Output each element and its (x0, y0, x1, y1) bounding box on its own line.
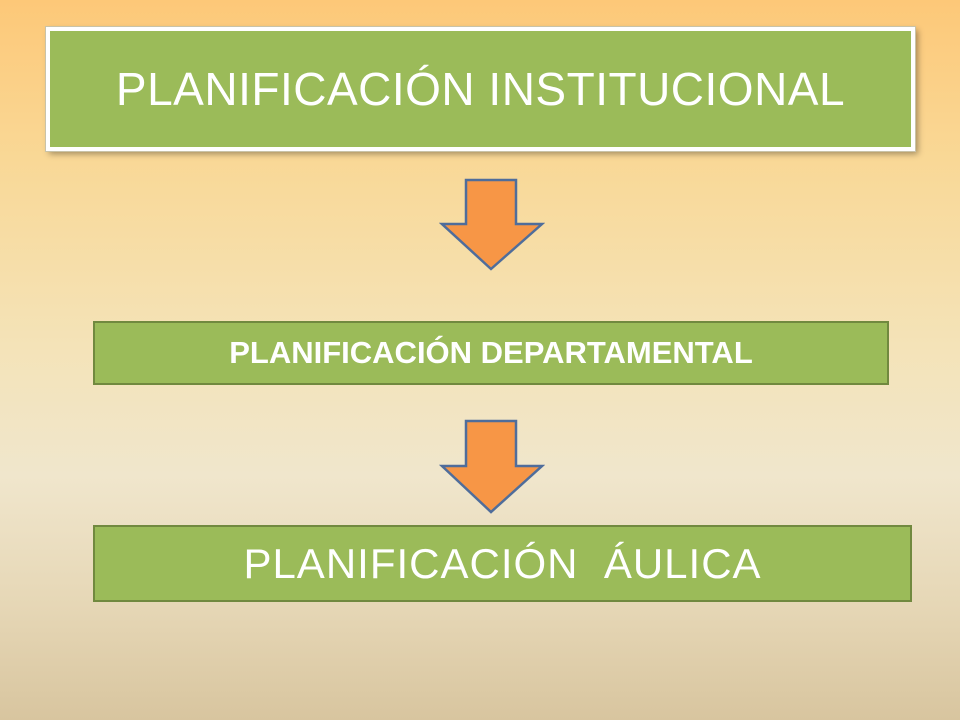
box-planificacion-departamental: PLANIFICACIÓN DEPARTAMENTAL (93, 321, 889, 385)
box-label-aulica: PLANIFICACIÓN ÁULICA (243, 539, 762, 587)
box-planificacion-institucional: PLANIFICACIÓN INSTITUCIONAL (46, 27, 915, 151)
arrow-down-icon (439, 419, 545, 514)
box-label-departamental: PLANIFICACIÓN DEPARTAMENTAL (229, 335, 753, 370)
box-planificacion-aulica: PLANIFICACIÓN ÁULICA (93, 525, 912, 602)
box-label-institucional: PLANIFICACIÓN INSTITUCIONAL (115, 63, 846, 115)
arrow-down-icon (439, 178, 545, 271)
